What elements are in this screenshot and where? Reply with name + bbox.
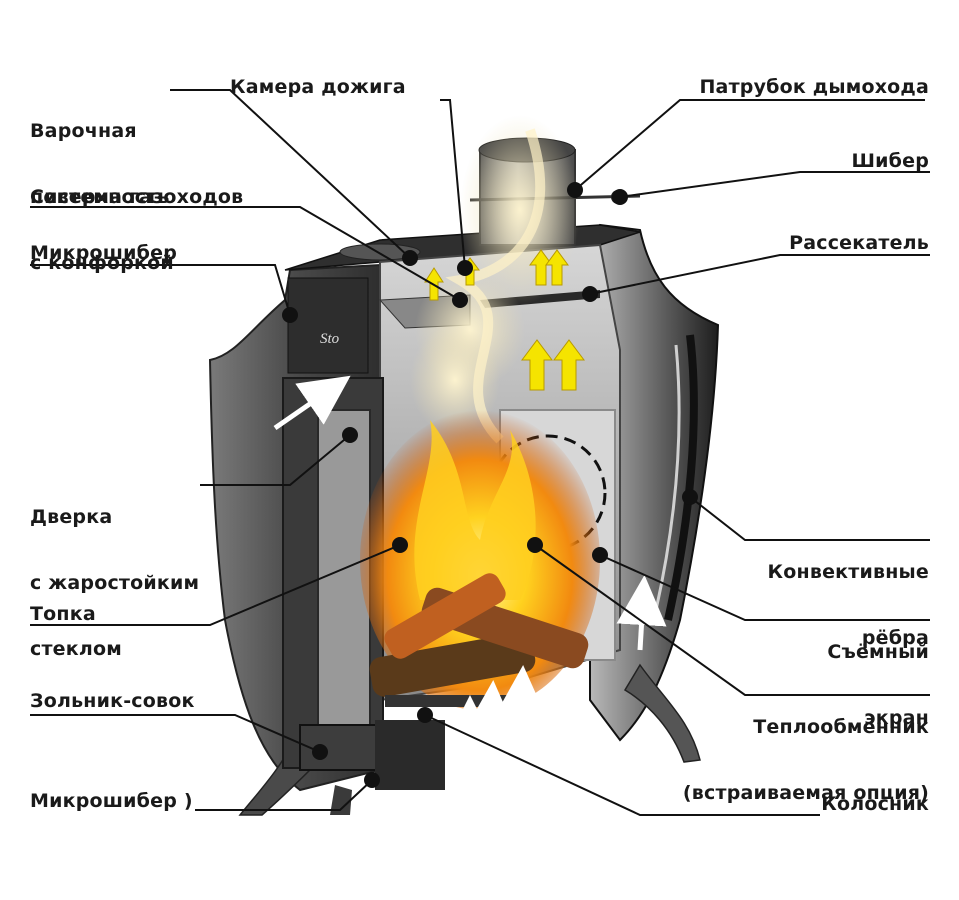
label-grate: Колосник [821,793,929,815]
label-cooktop: Варочная поверхность с конфоркой [30,76,174,296]
label-afterburn: Камера дожига [230,76,406,98]
label-heat-exchanger-line2: (встраиваемая опция) [682,782,929,804]
label-convective-line2: рёбра [861,627,929,649]
leader-lines [30,89,930,816]
label-door-line2: с жаростойким [30,572,200,594]
label-door-line1: Дверка [30,506,113,528]
label-convective-line1: Конвективные [767,561,929,583]
label-flue: Система газоходов [30,186,244,208]
logs [369,573,589,697]
label-firebox: Топка [30,603,96,625]
label-heat-exchanger-line1: Теплообменник [753,716,929,738]
label-ash: Зольник-совок [30,690,195,712]
door-handle-block [287,277,369,374]
label-cooktop-line1: Варочная [30,120,137,142]
label-cooktop-line3: с конфоркой [30,252,174,274]
label-screen-line2: экран [864,707,929,729]
label-screen-line1: Съёмный [827,641,929,663]
label-convective: Конвективные рёбра [768,517,929,671]
label-cooktop-line2: поверхность [30,186,170,208]
label-microdamper-top: Микрошибер [30,242,178,264]
leader-dots [282,182,698,788]
label-heat-exchanger: Теплообменник (встраиваемая опция) [683,672,929,826]
label-screen: Съёмный экран [827,597,929,751]
brand-mark: Sto [320,331,340,347]
label-splitter: Рассекатель [789,232,929,254]
stove-leg-right [623,663,701,763]
label-door-line3: стеклом [30,638,122,660]
convective-fins [664,334,698,621]
label-chimney: Патрубок дымохода [699,76,929,98]
label-damper: Шибер [851,150,929,172]
label-microdamper-bottom: Микрошибер ) [30,790,193,812]
label-door: Дверка с жаростойким стеклом [30,462,199,682]
grate [385,695,515,707]
smoke-plume [460,115,580,305]
